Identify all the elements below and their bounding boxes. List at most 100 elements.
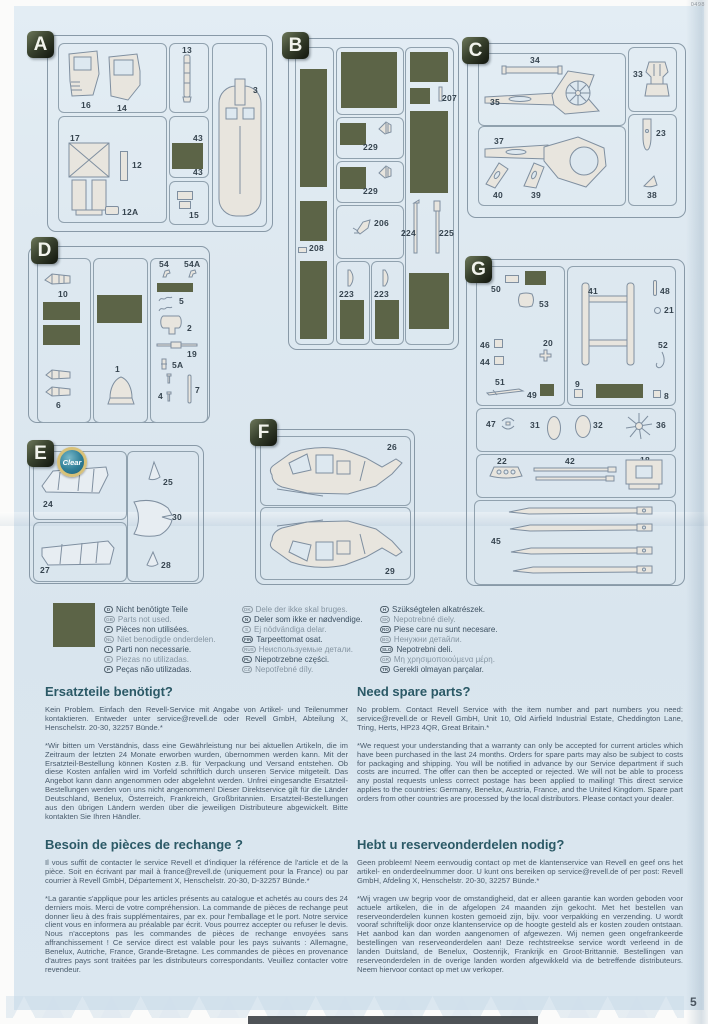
- part-21-label: 21: [664, 305, 675, 315]
- part-41-shape: [581, 282, 635, 366]
- part-44-label: 44: [480, 357, 491, 367]
- part-8-label: 8: [664, 391, 670, 401]
- paragraph: Geen probleem! Neem eenvoudig contact op…: [357, 858, 683, 885]
- part-41-label: 41: [588, 286, 599, 296]
- paragraph: *La garantie s'applique pour les article…: [45, 893, 348, 974]
- part-44-shape: [494, 356, 504, 365]
- language-code: BG: [380, 636, 391, 644]
- part-6-shape: [45, 386, 71, 397]
- part-27-shape: [41, 540, 115, 566]
- parts-group: [567, 266, 676, 406]
- parts-group: [336, 117, 404, 159]
- part-23-label: 23: [656, 128, 667, 138]
- part-16-shape: [68, 50, 100, 97]
- part-32-shape: [575, 415, 591, 438]
- part-46-label: 46: [480, 340, 491, 350]
- section-spare-parts-fr: Besoin de pièces de rechange ? Il vous s…: [45, 837, 348, 984]
- language-code: S: [242, 626, 251, 634]
- part-9-label: 9: [575, 379, 581, 389]
- legend-text: Parts not used.: [117, 615, 172, 625]
- language-code: D: [104, 606, 113, 614]
- part-206-label: 206: [374, 218, 390, 228]
- part-28-shape: [146, 550, 159, 567]
- part-5a-shape: [161, 358, 167, 370]
- legend-text: Неиспользуемые детали.: [258, 645, 353, 654]
- part-39-label: 39: [531, 190, 542, 200]
- paragraph: Kein Problem. Einfach den Revell-Service…: [45, 705, 348, 732]
- sprue-g: G 50 53 46 44 20 51 49 41 48 21 52: [465, 256, 685, 586]
- section-title-fr: Besoin de pièces de rechange ?: [45, 837, 243, 852]
- legend-text: Nicht benötigte Teile: [116, 605, 188, 615]
- part-5-shape: [158, 306, 173, 312]
- part-34-label: 34: [530, 55, 541, 65]
- part-27-label: 27: [40, 565, 51, 575]
- part-29-shape: [269, 519, 403, 568]
- unused-part-block: [525, 271, 546, 285]
- part-51-shape: [485, 388, 525, 396]
- parts-group: [336, 205, 404, 259]
- part-34-shape: [501, 65, 563, 75]
- section-title-en: Need spare parts?: [357, 684, 471, 699]
- section-spare-parts-nl: Hebt u reserveonderdelen nodig? Geen pro…: [357, 837, 683, 984]
- part-43-label: 43: [193, 133, 204, 143]
- parts-group: [58, 116, 167, 223]
- legend-text: Μη χρησιμοποιούμενα μέρη.: [393, 654, 495, 664]
- section-title-de: Ersatzteile benötigt?: [45, 684, 173, 699]
- parts-group: [478, 126, 626, 206]
- part-207-shape: [438, 86, 443, 102]
- part-2-shape: [160, 315, 182, 335]
- unused-part-block: [540, 384, 554, 396]
- part-20-shape: [539, 349, 552, 362]
- part-22-label: 22: [497, 456, 508, 466]
- part-45-shape: [508, 506, 653, 515]
- unused-part-block: [340, 300, 364, 339]
- paragraph: No problem. Contact Revell Service with …: [357, 705, 683, 732]
- unused-part-block: [410, 52, 448, 82]
- part-23-shape: [642, 118, 652, 151]
- parts-group: [93, 258, 148, 423]
- part-17-shape: [68, 142, 110, 216]
- paragraph: *Wir bitten um Verständnis, dass eine Ge…: [45, 740, 348, 821]
- part-4-shape: [166, 373, 172, 384]
- part-48-shape: [653, 280, 657, 296]
- part-36-shape: [625, 413, 653, 440]
- language-code: NL: [104, 636, 115, 644]
- print-code: 0498: [690, 2, 705, 8]
- unused-part-block: [409, 273, 449, 329]
- part-223-label: 223: [339, 289, 355, 299]
- part-30-shape: [133, 500, 173, 537]
- parts-group: [336, 261, 370, 345]
- legend-color-swatch: [53, 603, 95, 647]
- unused-part-block: [340, 167, 366, 189]
- part-229-shape: [378, 165, 392, 179]
- parts-group: [150, 258, 208, 423]
- part-40-label: 40: [493, 190, 504, 200]
- parts-group: [169, 181, 209, 225]
- part-24-label: 24: [43, 499, 54, 509]
- part-229-label: 229: [363, 186, 379, 196]
- part-39-shape: [523, 162, 545, 189]
- sprue-g-badge: G: [465, 256, 492, 283]
- parts-group: [336, 47, 404, 115]
- language-code: DK: [242, 606, 253, 614]
- section-spare-parts-de: Ersatzteile benötigt? Kein Problem. Einf…: [45, 684, 348, 831]
- parts-group: [371, 261, 404, 345]
- parts-group: [476, 266, 565, 406]
- part-40-shape: [485, 162, 509, 189]
- parts-group: [169, 43, 209, 113]
- language-code: FIN: [242, 636, 254, 644]
- sprue-d: D 10 6 1 54 54A 5 2: [28, 237, 210, 423]
- part-12-shape: [120, 151, 128, 181]
- sprue-e: E Clear 24 27 25 30 28: [27, 440, 204, 584]
- parts-group: [212, 43, 267, 227]
- unused-part-block: [172, 143, 203, 169]
- part-50-label: 50: [491, 284, 502, 294]
- language-code: F: [104, 626, 113, 634]
- part-4-shape: [166, 391, 172, 402]
